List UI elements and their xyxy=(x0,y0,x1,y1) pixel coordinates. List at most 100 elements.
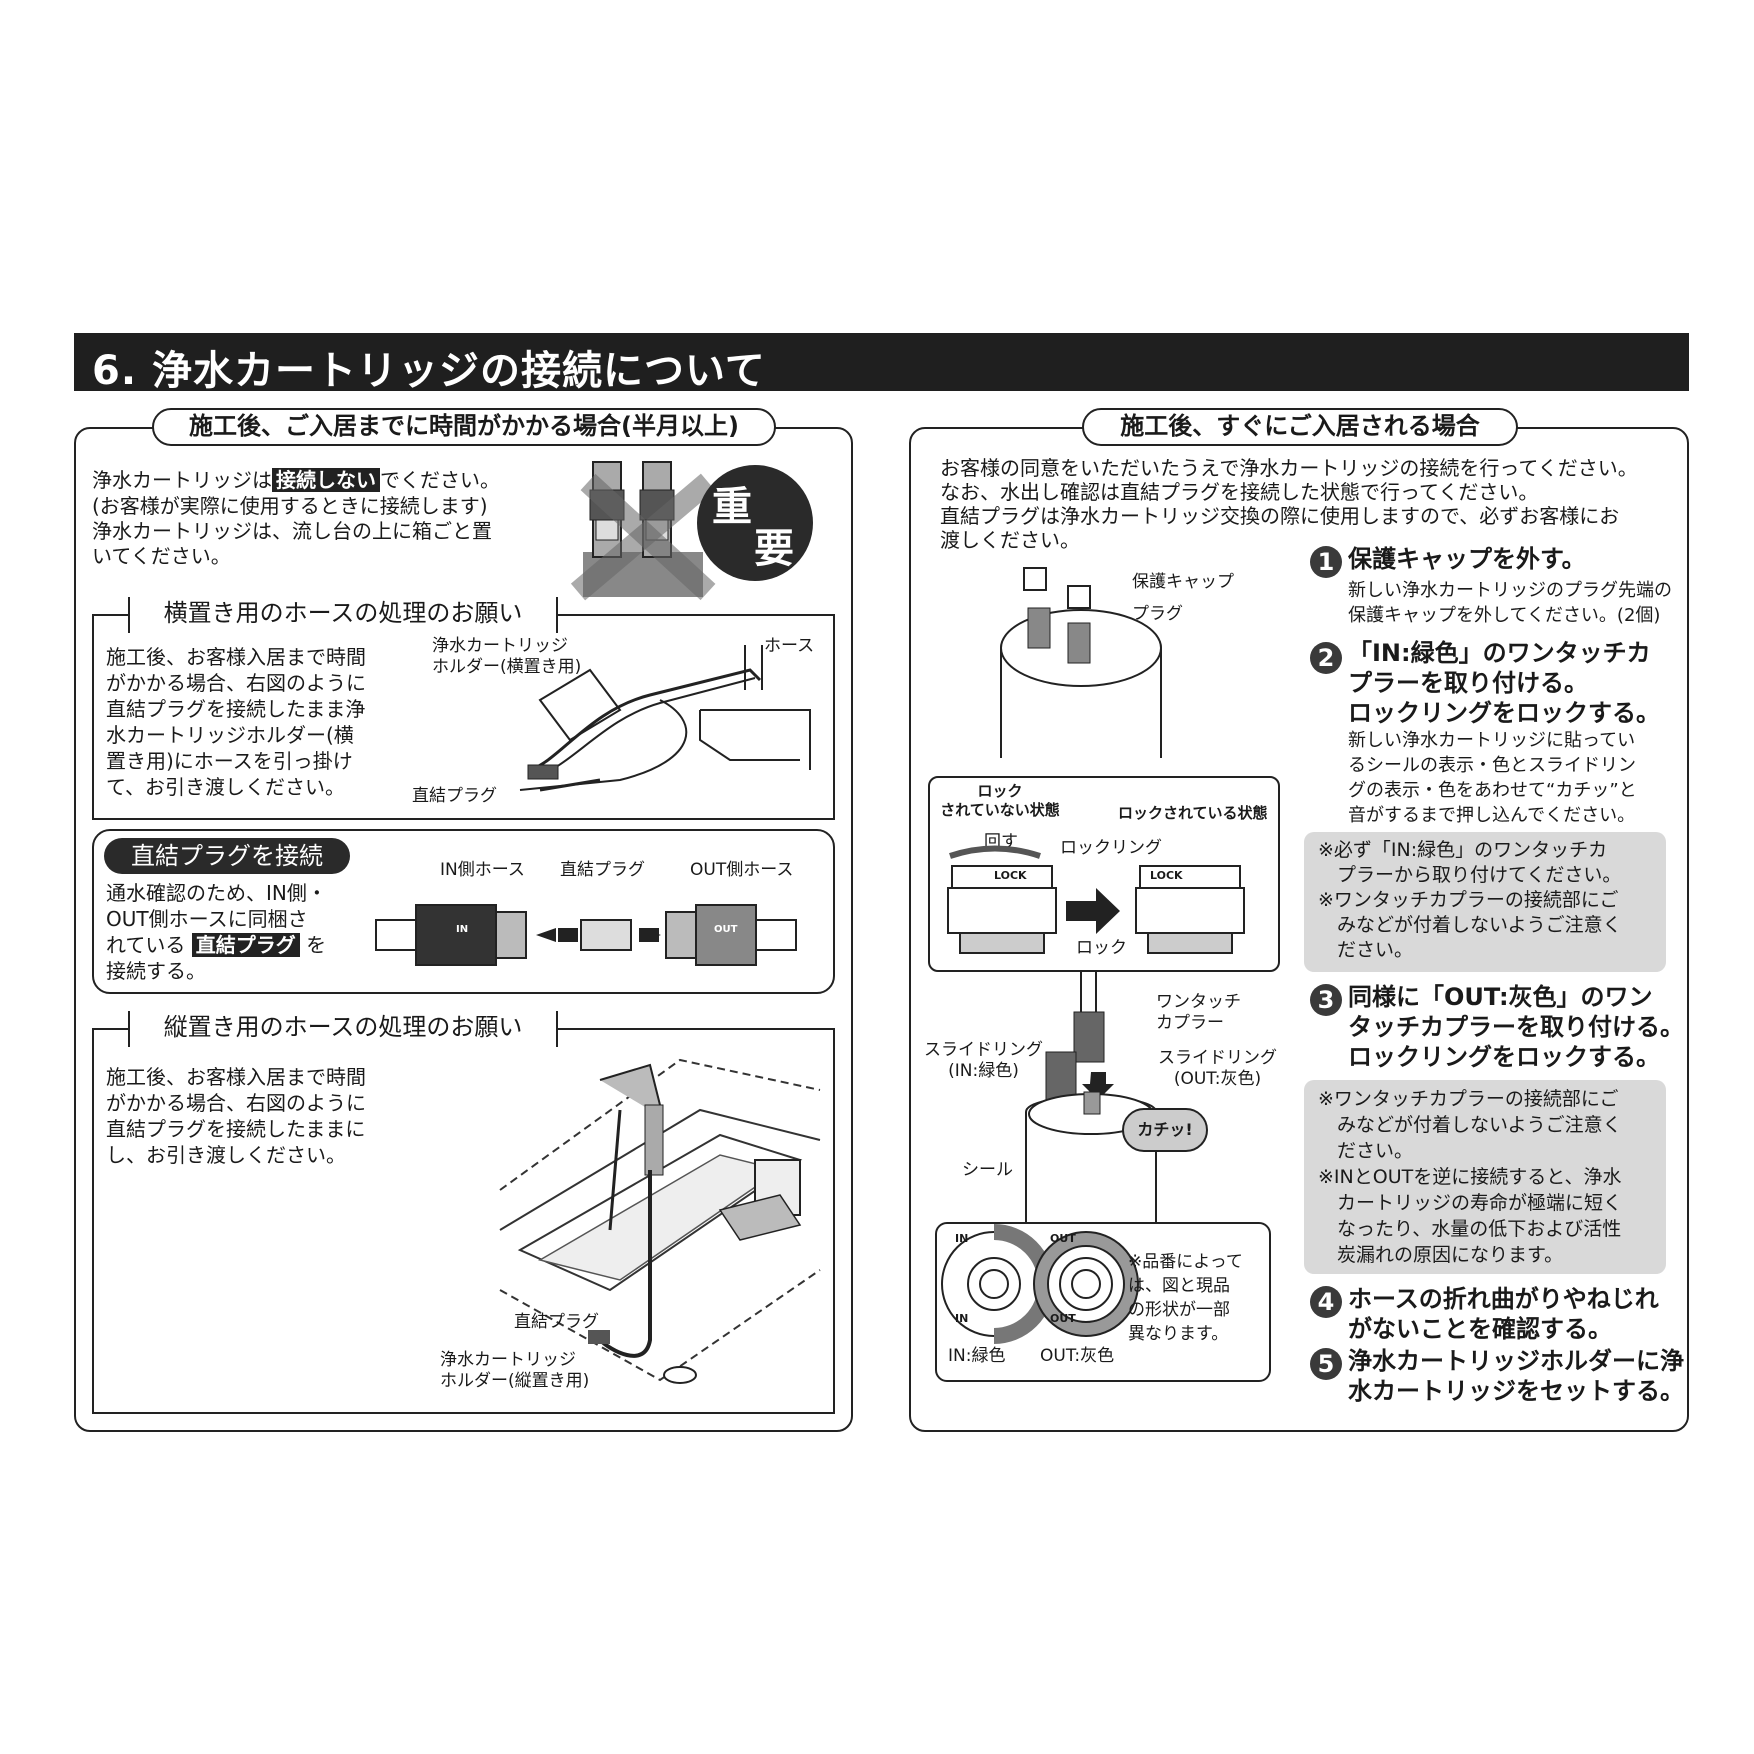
label-hose: ホース xyxy=(764,636,815,656)
step-body-line: 音がするまで押し込んでください。 xyxy=(1348,805,1636,826)
page-title: 6. 浄水カートリッジの接続について xyxy=(92,348,766,394)
note-line: ※品番によって xyxy=(1128,1252,1243,1272)
label-line: カプラー xyxy=(1156,1013,1224,1033)
connect-instructions: 通水確認のため、IN側・ OUT側ホースに同梱さ れている 直結プラグ を 接続… xyxy=(106,880,327,984)
step-1-heading: 保護キャップを外す。 xyxy=(1348,545,1586,573)
do-not-connect-emphasis: 接続しない xyxy=(272,468,380,492)
important-badge-char1: 重 xyxy=(712,484,752,530)
horizontal-instructions: 施工後、お客様入居まで時間 がかかる場合、右図のように 直結プラグを接続したまま… xyxy=(106,644,366,800)
step-head-line: 浄水カートリッジホルダーに浄 xyxy=(1348,1347,1684,1375)
right-intro-line: 渡しください。 xyxy=(940,528,1080,552)
click-sound-bubble: カチッ! xyxy=(1122,1108,1208,1152)
horizontal-hose-tab: 横置き用のホースの処理のお願い xyxy=(128,597,558,633)
step-3-heading: 同様に「OUT:灰色」のワン タッチカプラーを取り付ける。 ロックリングをロック… xyxy=(1348,982,1684,1072)
right-intro-line: お客様の同意をいただいたうえで浄水カートリッジの接続を行ってください。 xyxy=(940,456,1638,480)
step-body-line: 新しい浄水カートリッジに貼ってい xyxy=(1348,730,1636,751)
note-line: の形状が一部 xyxy=(1128,1300,1230,1320)
seal-mark-out-bottom: OUT xyxy=(1050,1312,1076,1325)
vertical-line: がかかる場合、右図のように xyxy=(106,1091,366,1115)
right-intro-line: 直結プラグは浄水カートリッジ交換の際に使用しますので、必ずお客様にお xyxy=(940,504,1620,528)
variant-note: ※品番によって は、図と現品 の形状が一部 異なります。 xyxy=(1128,1250,1243,1346)
label-line: (IN:緑色) xyxy=(948,1061,1019,1081)
label-slide-ring-in: スライドリング (IN:緑色) xyxy=(924,1040,1043,1082)
label-connect-plug: 直結プラグ xyxy=(560,860,645,880)
cartridge-top-illustration xyxy=(1000,567,1162,758)
horizontal-line: がかかる場合、右図のように xyxy=(106,671,366,695)
horizontal-line: 水カートリッジホルダー(横 xyxy=(106,723,354,747)
label-holder-horizontal: 浄水カートリッジ ホルダー(横置き用) xyxy=(432,636,581,678)
horizontal-line: て、お引き渡しください。 xyxy=(106,775,345,799)
label-seal: シール xyxy=(962,1160,1013,1180)
label-line: ワンタッチ xyxy=(1156,992,1241,1012)
vertical-line: 施工後、お客様入居まで時間 xyxy=(106,1065,366,1089)
label-direct-plug: 直結プラグ xyxy=(412,786,497,806)
note-line: は、図と現品 xyxy=(1128,1276,1230,1296)
note-line: ※ワンタッチカプラーの接続部にご xyxy=(1318,1088,1619,1110)
horizontal-holder-illustration xyxy=(519,645,811,792)
step-number-3: 3 xyxy=(1310,984,1342,1016)
step-head-line: がないことを確認する。 xyxy=(1348,1315,1612,1343)
right-intro-line: なお、水出し確認は直結プラグを接続した状態で行ってください。 xyxy=(940,480,1539,504)
vertical-line: し、お引き渡しください。 xyxy=(106,1143,346,1167)
label-in-green: IN:緑色 xyxy=(948,1346,1006,1366)
step-head-line: プラーを取り付ける。 xyxy=(1348,669,1588,697)
left-intro-line2: (お客様が実際に使用するときに接続します) xyxy=(92,494,488,518)
horizontal-line: 置き用)にホースを引っ掛け xyxy=(106,749,353,773)
step-head-line: タッチカプラーを取り付ける。 xyxy=(1348,1013,1684,1041)
note-line: ※INとOUTを逆に接続すると、浄水 xyxy=(1318,1166,1622,1188)
label-line: 浄水カートリッジ xyxy=(440,1350,576,1370)
in-mark: IN xyxy=(456,924,469,935)
coupler-connection-illustration xyxy=(375,904,797,966)
note-line: ださい。 xyxy=(1318,939,1414,961)
no-connect-illustration xyxy=(570,461,716,601)
note-line: みなどが付着しないようご注意く xyxy=(1318,1114,1622,1136)
step-number-4: 4 xyxy=(1310,1286,1342,1318)
label-slide-ring-out: スライドリング (OUT:灰色) xyxy=(1158,1048,1277,1090)
connect-text: を xyxy=(306,933,327,957)
coupler-cartridge-illustration xyxy=(1025,972,1157,1222)
horizontal-line: 直結プラグを接続したまま浄 xyxy=(106,697,366,721)
step-body-line: 保護キャップを外してください。(2個) xyxy=(1348,605,1661,626)
vertical-instructions: 施工後、お客様入居まで時間 がかかる場合、右図のように 直結プラグを接続したまま… xyxy=(106,1064,366,1168)
right-section-pill: 施工後、すぐにご入居される場合 xyxy=(1082,408,1518,446)
connect-line: 接続する。 xyxy=(106,959,206,983)
step-head-line: 同様に「OUT:灰色」のワン xyxy=(1348,983,1653,1011)
step-head-line: ロックリングをロックする。 xyxy=(1348,1043,1660,1071)
step-number-5: 5 xyxy=(1310,1348,1342,1380)
horizontal-line: 施工後、お客様入居まで時間 xyxy=(106,645,366,669)
label-line: ロック xyxy=(977,782,1023,800)
out-mark: OUT xyxy=(714,924,738,935)
lock-mark-unlocked: LOCK xyxy=(994,869,1027,882)
step-body-line: 新しい浄水カートリッジのプラグ先端の xyxy=(1348,580,1672,601)
label-protective-cap: 保護キャップ xyxy=(1132,572,1234,592)
direct-plug-emphasis: 直結プラグ xyxy=(191,933,300,957)
label-onetouch-coupler: ワンタッチ カプラー xyxy=(1156,992,1241,1034)
important-badge-char2: 要 xyxy=(754,526,794,572)
note-line: ださい。 xyxy=(1318,1140,1414,1162)
note-box-2 xyxy=(1304,1080,1666,1274)
label-lock: ロック xyxy=(1076,938,1127,958)
note-box-1 xyxy=(1304,832,1666,972)
label-plug: プラグ xyxy=(1132,604,1183,624)
label-line: ホルダー(横置き用) xyxy=(432,657,582,677)
label-locked-state: ロックされている状態 xyxy=(1118,804,1268,822)
label-out-hose: OUT側ホース xyxy=(690,860,794,880)
note-line: 炭漏れの原因になります。 xyxy=(1318,1244,1564,1266)
label-out-gray: OUT:灰色 xyxy=(1040,1346,1115,1366)
vertical-line: 直結プラグを接続したままに xyxy=(106,1117,366,1141)
horizontal-hose-box xyxy=(92,614,835,820)
note-line: なったり、水量の低下および活性 xyxy=(1318,1218,1622,1240)
label-line: 浄水カートリッジ xyxy=(432,636,568,656)
intro-text-c: でください。 xyxy=(380,468,500,492)
step-4-heading: ホースの折れ曲がりやねじれ がないことを確認する。 xyxy=(1348,1284,1659,1344)
note-line: プラーから取り付けてください。 xyxy=(1318,864,1622,886)
left-intro-line4: いてください。 xyxy=(92,544,231,568)
label-in-hose: IN側ホース xyxy=(440,860,525,880)
note-line: カートリッジの寿命が極端に短く xyxy=(1318,1192,1623,1214)
step-1-body: 新しい浄水カートリッジのプラグ先端の 保護キャップを外してください。(2個) xyxy=(1348,578,1672,628)
connect-line: れている 直結プラグ を xyxy=(106,932,327,958)
label-line: されていない状態 xyxy=(940,801,1060,819)
step-head-line: 水カートリッジをセットする。 xyxy=(1348,1377,1684,1405)
step-number-2: 2 xyxy=(1310,642,1342,674)
step-head-line: ホースの折れ曲がりやねじれ xyxy=(1348,1285,1659,1313)
